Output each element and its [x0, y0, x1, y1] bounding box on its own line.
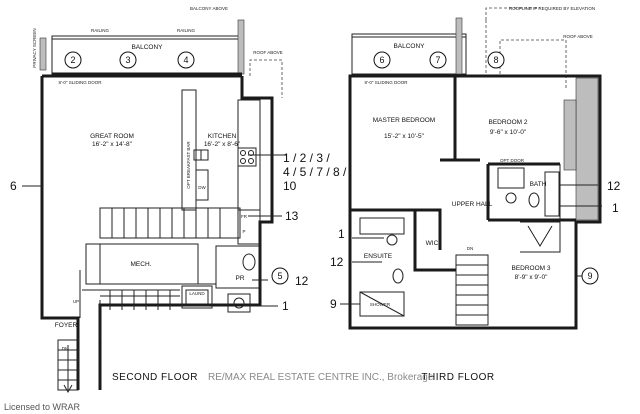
wic-label: WIC — [426, 240, 439, 247]
pr-vanity — [227, 293, 251, 313]
third-balcony-outline — [351, 33, 467, 75]
sf-dn-label: DN — [62, 346, 69, 351]
sf-privacy-screen: PRIVACY SCREEN — [32, 28, 37, 67]
p-label: P — [242, 229, 245, 234]
bedroom2-size: 9'-6" x 10'-0" — [490, 129, 527, 136]
foyer-stair — [57, 339, 79, 394]
fr-label: FR — [241, 214, 248, 219]
tf-dn-label: DN — [467, 246, 474, 251]
laund-label: LAUND — [189, 291, 205, 296]
sf-circle-4: 4 — [177, 51, 195, 69]
svg-text:8: 8 — [493, 55, 498, 65]
sf-callout-left: 6 — [10, 179, 17, 193]
privacy-screen-right — [237, 19, 245, 75]
tf-circle-8: 8 — [487, 51, 505, 69]
great-room-size: 16'-2" x 14'-8" — [92, 141, 133, 148]
third-floor-title: THIRD FLOOR — [421, 372, 494, 383]
pr-label: PR — [235, 275, 244, 282]
svg-text:6: 6 — [379, 55, 384, 65]
second-floor-title: SECOND FLOOR — [112, 372, 198, 383]
license-text: Licensed to WRAR — [4, 402, 81, 412]
second-floor-plan — [22, 19, 286, 394]
sf-callout-kitchen-3: 10 — [283, 179, 297, 193]
sf-callout-kitchen-1: 1 / 2 / 3 / — [283, 151, 330, 165]
opt-door-label: OPT DOOR — [500, 158, 525, 163]
range — [237, 147, 257, 167]
sf-railing-right: RAILING — [177, 28, 196, 33]
tf-callout-bath: 12 — [607, 179, 621, 193]
bedroom2-name: BEDROOM 2 — [488, 119, 527, 126]
tf-sliding-door: 8'-0" SLIDING DOOR — [365, 80, 409, 85]
sf-callout-pr: 12 — [295, 274, 309, 288]
sf-circle-3: 3 — [119, 51, 137, 69]
tf-circle-7: 7 — [429, 51, 447, 69]
sf-balcony-label: BALCONY — [131, 44, 163, 51]
tf-circle-9: 9 — [581, 267, 599, 285]
bath-label: BATH — [530, 181, 547, 188]
brick-hatch-upper — [575, 77, 599, 221]
brokerage-watermark: RE/MAX REAL ESTATE CENTRE INC., Brokerag… — [208, 372, 434, 383]
tf-roofline: ROOFLINE IF REQUIRED BY ELEVATION — [509, 6, 595, 11]
svg-text:7: 7 — [435, 55, 440, 65]
ensuite-label: ENSUITE — [364, 253, 393, 260]
bath-toilet — [528, 192, 540, 208]
sf-callout-fr: 13 — [285, 209, 299, 223]
third-floor-plan — [340, 7, 602, 330]
third-floor-exterior-wall — [348, 74, 602, 330]
tf-callout-ensuite: 12 — [330, 255, 344, 269]
bedroom3-size: 8'-9" x 9'-0" — [515, 274, 548, 281]
powder-room — [215, 245, 261, 289]
master-bedroom-size: 15'-2" x 10'-5" — [384, 133, 425, 140]
upper-hall-label: UPPER HALL — [452, 201, 493, 208]
sf-balcony-above: BALCONY ABOVE — [190, 6, 228, 11]
sf-callout-bottom: 1 — [282, 299, 289, 313]
tf-circle-6: 6 — [373, 51, 391, 69]
svg-text:5: 5 — [277, 271, 282, 281]
ensuite-toilet — [392, 268, 404, 284]
mech-label: MECH. — [131, 261, 152, 268]
bath-vanity — [497, 167, 525, 189]
master-bedroom-name: MASTER BEDROOM — [373, 117, 435, 124]
sf-roof-above: ROOF ABOVE — [253, 50, 283, 55]
tf-callout-right: 1 — [612, 201, 619, 215]
tf-roof-above: ROOF ABOVE — [563, 34, 593, 39]
svg-text:4: 4 — [183, 55, 188, 65]
privacy-screen-left — [39, 37, 47, 71]
pr-toilet — [242, 253, 256, 271]
up-label: UP — [73, 299, 79, 304]
balcony-outline — [51, 35, 243, 75]
bathtub — [544, 171, 560, 217]
sf-callout-kitchen-2: 4 / 5 / 7 / 8 / — [283, 165, 347, 179]
svg-text:2: 2 — [70, 55, 75, 65]
sf-circle-2: 2 — [64, 51, 82, 69]
great-room-name: GREAT ROOM — [90, 133, 134, 140]
sf-circle-5: 5 — [271, 267, 289, 285]
shower-label: SHOWER — [370, 302, 391, 307]
tf-callout-ensuite-top: 1 — [338, 227, 345, 241]
sf-sliding-door: 8'-0" SLIDING DOOR — [59, 80, 103, 85]
kitchen-size: 16'-2" x 8'-6" — [204, 141, 241, 148]
svg-text:3: 3 — [125, 55, 130, 65]
stair-upper — [99, 207, 241, 239]
tf-callout-shower: 9 — [330, 297, 337, 311]
foyer-label: FOYER — [55, 322, 78, 329]
fr-fridge — [237, 209, 261, 245]
dw-label: DW — [198, 185, 206, 190]
laundry-area — [181, 285, 213, 309]
bedroom3-name: BEDROOM 3 — [511, 265, 550, 272]
breakfast-bar-label: OPT BREAKFAST BAR — [186, 141, 191, 189]
kitchen-name: KITCHEN — [208, 133, 237, 140]
sf-railing-left: RAILING — [91, 28, 110, 33]
third-floor-stair — [455, 254, 489, 326]
tf-balcony-label: BALCONY — [393, 43, 425, 50]
stair-lower — [79, 270, 180, 340]
svg-text:9: 9 — [587, 271, 592, 281]
